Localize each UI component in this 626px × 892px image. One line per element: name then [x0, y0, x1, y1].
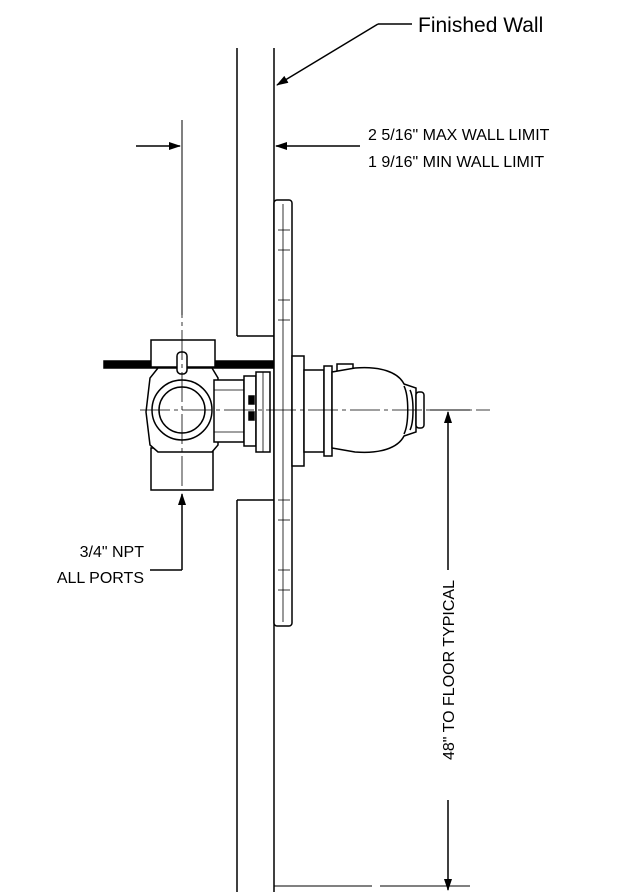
wall — [236, 48, 275, 892]
all-ports-label: ALL PORTS — [57, 570, 144, 587]
min-wall-limit-label: 1 9/16" MIN WALL LIMIT — [368, 154, 544, 171]
handle-assembly — [291, 355, 425, 467]
finished-wall-leader — [276, 23, 412, 86]
wall-limit-dimension — [136, 120, 360, 315]
finished-wall-label: Finished Wall — [418, 14, 543, 37]
max-wall-limit-label: 2 5/16" MAX WALL LIMIT — [368, 127, 550, 144]
floor-height-dimension — [274, 409, 470, 891]
npt-label: 3/4" NPT — [80, 544, 145, 561]
escutcheon-plate — [273, 199, 293, 627]
npt-leader — [150, 493, 186, 571]
floor-height-label: 48" TO FLOOR TYPICAL — [441, 580, 458, 760]
